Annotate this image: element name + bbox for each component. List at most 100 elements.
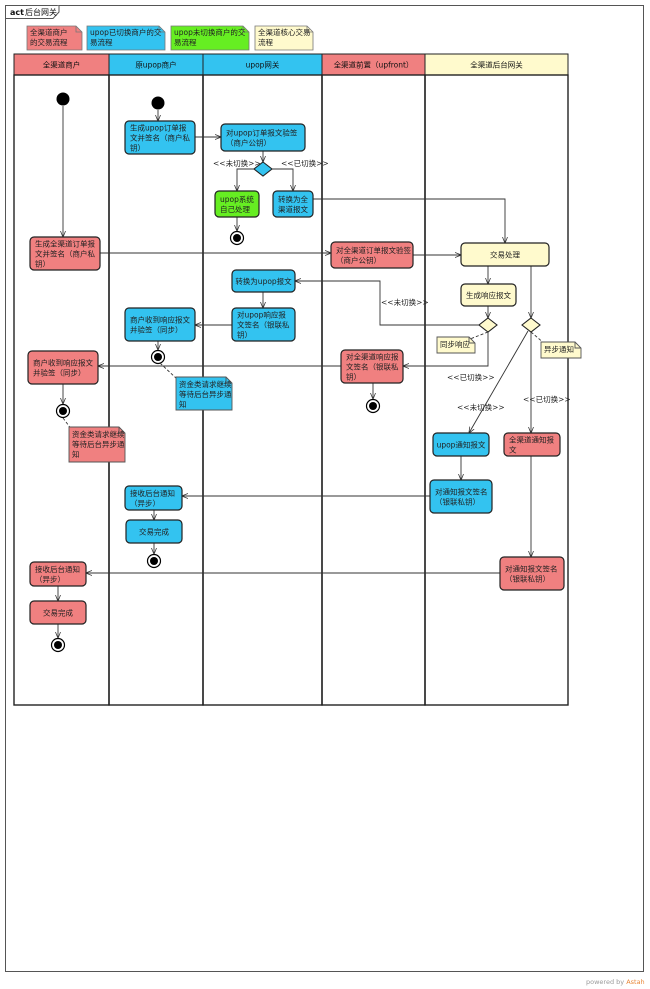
legend-note — [86, 25, 166, 51]
action-label: upop通知报文 — [437, 440, 486, 450]
action-label: 接收后台通知（异步） — [130, 488, 175, 508]
action-upop-merchant-recv — [124, 307, 196, 342]
note-fold — [118, 427, 125, 434]
note-fold — [468, 337, 475, 344]
initial-node — [151, 96, 165, 110]
note-upop-wait — [175, 376, 233, 411]
powered-by-footer: powered by Astah — [586, 978, 645, 986]
note-connector — [159, 362, 179, 381]
decision-node — [521, 317, 541, 333]
swimlane-body — [424, 74, 569, 706]
action-merchant-recv — [27, 350, 99, 385]
note-async — [540, 341, 582, 359]
swimlane-title: 全渠道前置（upfront） — [334, 60, 414, 70]
swimlane-title: 原upop商户 — [135, 60, 176, 70]
swimlane-body — [321, 74, 426, 706]
action-label: 生成响应报文 — [466, 290, 511, 300]
action-front-resp-sign — [340, 349, 404, 384]
note-label: 资金类请求继续等待后台异步通知 — [179, 379, 232, 409]
legend-note-fold — [75, 26, 82, 33]
edge-resp-switched — [403, 332, 489, 366]
action-label: 全渠道通知报文 — [509, 435, 554, 455]
action-label: upop系统自己处理 — [220, 194, 254, 214]
legend-note-fold — [158, 26, 165, 33]
decision-node — [478, 317, 498, 333]
action-label: 生成upop订单报文并签名（商户私钥） — [130, 123, 190, 153]
guard-label: <<未切换>> — [381, 297, 429, 307]
initial-node — [56, 92, 70, 106]
legend-note-fold — [242, 26, 249, 33]
decision-node — [253, 161, 273, 177]
legend-note — [26, 25, 83, 51]
footer-brand: Astah — [626, 978, 645, 986]
action-trade — [460, 242, 550, 267]
note-merchant-wait — [68, 426, 126, 463]
action-label: 商户收到响应报文并验签（同步） — [33, 358, 93, 378]
edge-decision-switched — [272, 168, 293, 191]
frame-keyword: act — [10, 8, 24, 17]
swimlane-title: upop网关 — [246, 60, 280, 70]
outer-frame — [5, 5, 644, 972]
footer-prefix: powered by — [586, 978, 627, 986]
final-node-dot — [59, 407, 67, 415]
action-notify-sign-full — [499, 556, 565, 591]
action-upop-notify — [432, 432, 490, 457]
action-label: 交易完成 — [43, 608, 73, 618]
note-fold — [225, 377, 232, 384]
swimlane-title: 全渠道商户 — [43, 60, 81, 70]
action-upop-done — [125, 519, 183, 544]
swimlane-title: 全渠道后台网关 — [470, 60, 523, 70]
action-gen-sign — [29, 236, 101, 271]
note-connector — [469, 331, 489, 340]
guard-label: <<已切换>> — [523, 394, 571, 404]
note-label: 异步通知 — [544, 344, 574, 354]
guard-label: <<未切换>> — [457, 402, 505, 412]
final-node-dot — [154, 353, 162, 361]
guard-label: <<已切换>> — [281, 158, 329, 168]
note-fold — [574, 342, 581, 349]
frame-tab — [5, 5, 60, 19]
action-front-verify — [330, 241, 414, 269]
action-label: 转换为upop报文 — [235, 276, 292, 286]
action-upop-recv-notify — [124, 485, 183, 511]
action-label: 对upop订单报文验签（商户公钥） — [226, 128, 298, 148]
action-recv-notify — [29, 561, 87, 587]
edge-resp-not-switched — [295, 281, 479, 326]
action-convert-full — [272, 190, 314, 218]
legend-label: 全渠道核心交易流程 — [258, 27, 311, 47]
action-convert-upop — [231, 269, 296, 293]
final-node-dot — [54, 641, 62, 649]
action-label: 转换为全渠道报文 — [278, 194, 308, 214]
frame-name: 后台网关 — [25, 7, 57, 17]
guard-label: <<未切换>> — [213, 158, 261, 168]
legend-note — [254, 25, 314, 51]
action-upop-verify — [220, 123, 306, 152]
action-full-notify — [503, 432, 561, 457]
note-label: 同步响应 — [440, 339, 470, 349]
legend-note-fold — [306, 26, 313, 33]
action-upop-resp-sign — [231, 307, 296, 342]
action-upop-gen-sign — [124, 120, 196, 155]
action-label: 交易完成 — [139, 527, 169, 537]
action-label: 对upop响应报文签名（银联私钥） — [237, 310, 290, 340]
final-node-dot — [233, 234, 241, 242]
legend-label: upop已切换商户的交易流程 — [90, 27, 162, 47]
action-notify-sign-upop — [429, 479, 493, 514]
note-label: 资金类请求继续等待后台异步通知 — [72, 429, 125, 459]
edge-async-not-switched — [469, 330, 529, 433]
action-label: 对全渠道响应报文签名（银联私钥） — [346, 352, 399, 382]
edge-convert-to-trade — [313, 198, 505, 243]
final-node-dot — [150, 557, 158, 565]
action-label: 对全渠道订单报文验签（商户公钥） — [336, 245, 411, 265]
legend-note — [170, 25, 250, 51]
legend-label: upop未切换商户的交易流程 — [174, 27, 246, 47]
final-node-dot — [369, 402, 377, 410]
action-label: 对通知报文签名（银联私钥） — [505, 564, 558, 584]
frame-title: act后台网关 — [10, 7, 57, 17]
guard-label: <<已切换>> — [447, 372, 495, 382]
action-upop-self — [214, 190, 260, 218]
action-label: 生成全渠道订单报文并签名（商户私钥） — [35, 239, 95, 269]
action-label: 交易处理 — [490, 250, 520, 260]
action-label: 接收后台通知（异步） — [35, 564, 80, 584]
